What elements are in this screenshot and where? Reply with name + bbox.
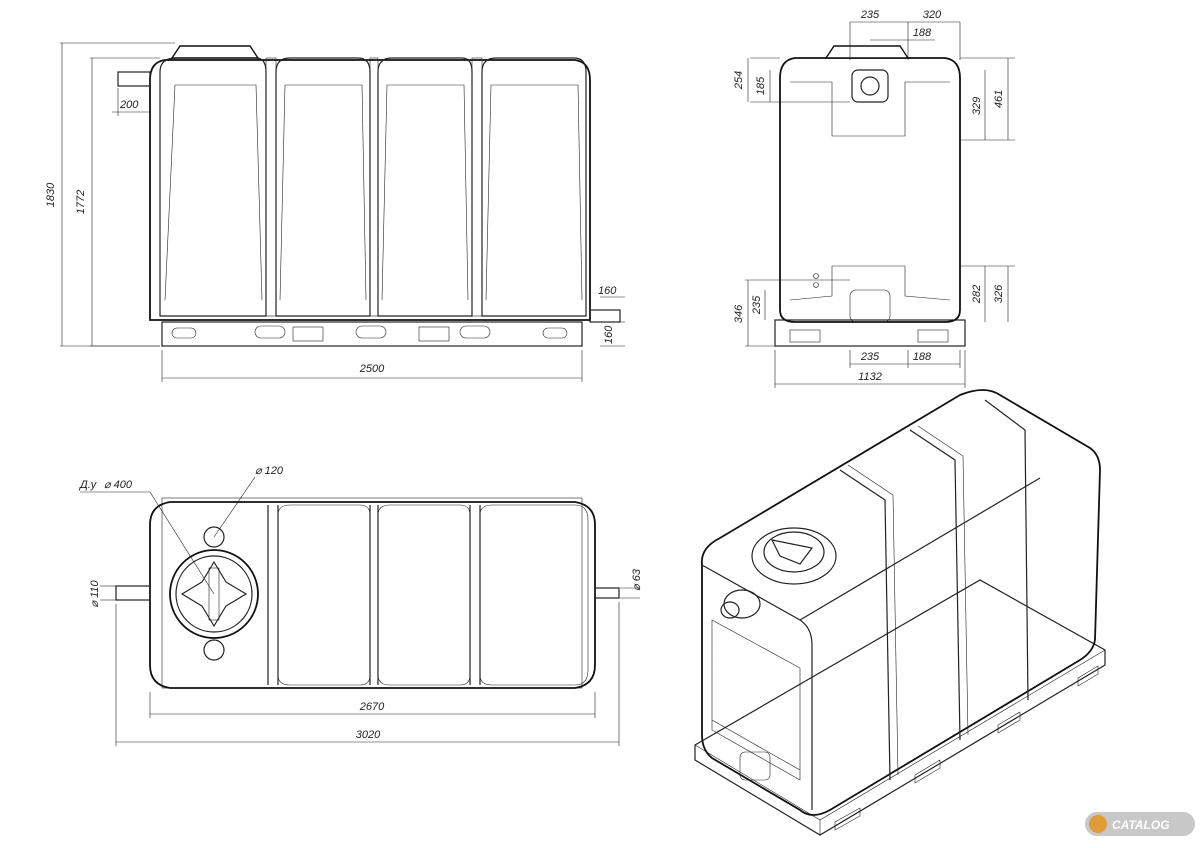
watermark-text: CATALOG (1112, 818, 1170, 832)
plan-view: Д.у ⌀ 400 ⌀ 120 ⌀ 110 ⌀ 63 2670 3020 (78, 465, 643, 746)
side-bottom-left-b: 235 (751, 295, 763, 315)
side-right-b: 461 (993, 90, 1005, 108)
side-left-a: 254 (733, 71, 745, 90)
front-base-height: 160 (603, 325, 615, 344)
plan-hole-dia: ⌀ 120 (255, 465, 284, 477)
side-left-b: 185 (755, 76, 767, 95)
plan-length-total: 3020 (356, 729, 381, 741)
side-right-a: 329 (971, 97, 983, 115)
plan-length-body: 2670 (359, 701, 385, 713)
side-bottom-right-a: 282 (971, 285, 983, 304)
watermark: CATALOG (1085, 812, 1195, 836)
side-width: 1132 (858, 371, 882, 383)
front-inlet-offset: 200 (119, 99, 139, 111)
side-bottom-right-b: 326 (993, 284, 1005, 303)
side-bottom-b: 188 (913, 351, 932, 363)
side-view: 235 320 188 254 185 329 461 346 235 282 … (733, 9, 1015, 388)
plan-inlet-dia: ⌀ 110 (89, 580, 101, 608)
side-top-b: 320 (923, 9, 942, 21)
plan-manhole-label: Д.у (78, 479, 98, 491)
plan-manhole-dia: ⌀ 400 (104, 479, 133, 491)
side-top-c: 188 (913, 27, 932, 39)
front-length: 2500 (359, 363, 385, 375)
front-view: 1830 1772 200 160 160 2500 (45, 42, 625, 382)
side-bottom-left-a: 346 (733, 304, 745, 323)
side-bottom-a: 235 (860, 351, 880, 363)
front-height-total: 1830 (45, 182, 57, 207)
side-top-a: 235 (860, 9, 880, 21)
isometric-view (694, 389, 1106, 836)
plan-outlet-dia: ⌀ 63 (631, 568, 643, 591)
front-height-body: 1772 (75, 190, 87, 214)
front-outlet-offset: 160 (598, 285, 617, 297)
